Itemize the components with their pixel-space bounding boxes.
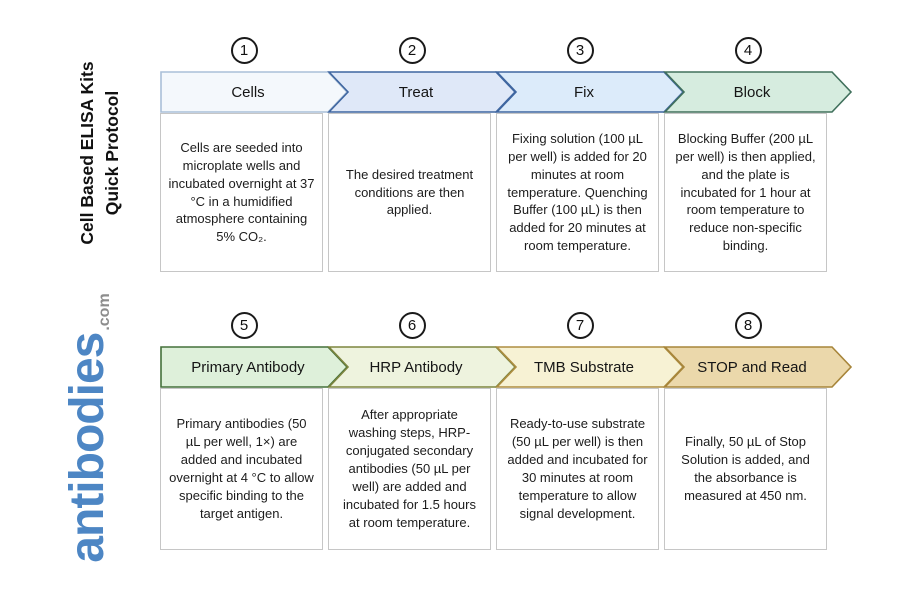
step-column-4: 4 Block Blocking Buffer (200 µL per well…: [663, 37, 853, 272]
step-column-5: 5 Primary Antibody Primary antibodies (5…: [160, 312, 349, 550]
step-arrow-wrap: Primary Antibody: [160, 346, 349, 388]
step-description: Primary antibodies (50 µL per well, 1×) …: [169, 416, 314, 521]
step-column-3: 3 Fix Fixing solution (100 µL per well) …: [495, 37, 685, 272]
step-description: Finally, 50 µL of Stop Solution is added…: [681, 434, 810, 503]
step-label: Block: [733, 83, 771, 101]
step-column-6: 6 HRP Antibody After appropriate washing…: [327, 312, 517, 550]
step-number-badge: 8: [734, 312, 762, 339]
step-label: STOP and Read: [697, 358, 807, 376]
step-arrow: [663, 71, 853, 113]
step-description: The desired treatment conditions are the…: [345, 166, 474, 218]
vertical-title-line1: Cell Based ELISA Kits: [76, 61, 97, 245]
step-description-box: Blocking Buffer (200 µL per well) is the…: [664, 113, 827, 272]
step-label: TMB Substrate: [533, 358, 635, 376]
step-arrow: [663, 346, 853, 388]
step-number-badge: 7: [566, 312, 594, 339]
brand-logo-text: antibodies: [61, 332, 114, 563]
step-number-badge: 4: [734, 37, 762, 64]
step-number: 7: [575, 317, 585, 334]
step-number-badge: 5: [230, 312, 258, 339]
step-arrow-wrap: Fix: [495, 71, 685, 113]
step-description-box: Fixing solution (100 µL per well) is add…: [496, 113, 659, 272]
step-number: 1: [239, 42, 249, 59]
step-column-1: 1 Cells Cells are seeded into microplate…: [160, 37, 349, 272]
step-number-badge: 2: [398, 37, 426, 64]
step-label: Primary Antibody: [191, 358, 305, 376]
step-description: Cells are seeded into microplate wells a…: [168, 139, 315, 245]
step-description-box: After appropriate washing steps, HRP-con…: [328, 388, 491, 550]
step-arrow-wrap: Treat: [327, 71, 517, 113]
step-description: Ready-to-use substrate (50 µL per well) …: [507, 416, 648, 521]
step-arrow-wrap: Block: [663, 71, 853, 113]
step-description: Blocking Buffer (200 µL per well) is the…: [675, 130, 816, 254]
brand-logo-suffix: .com: [96, 293, 113, 331]
step-column-2: 2 Treat The desired treatment conditions…: [327, 37, 517, 272]
protocol-row-2: 5 Primary Antibody Primary antibodies (5…: [160, 312, 860, 550]
step-arrow-wrap: HRP Antibody: [327, 346, 517, 388]
step-column-8: 8 STOP and Read Finally, 50 µL of Stop S…: [663, 312, 853, 550]
step-label: HRP Antibody: [369, 358, 463, 376]
step-description: After appropriate washing steps, HRP-con…: [343, 407, 476, 530]
step-description-box: Primary antibodies (50 µL per well, 1×) …: [160, 388, 323, 550]
step-label: Fix: [574, 83, 594, 101]
step-number-badge: 6: [398, 312, 426, 339]
step-number: 3: [575, 42, 585, 59]
step-label: Cells: [231, 83, 265, 101]
step-description-box: Cells are seeded into microplate wells a…: [160, 113, 323, 272]
step-description-box: The desired treatment conditions are the…: [328, 113, 491, 272]
step-arrow-wrap: TMB Substrate: [495, 346, 685, 388]
protocol-row-1: 1 Cells Cells are seeded into microplate…: [160, 37, 860, 272]
step-arrow-wrap: STOP and Read: [663, 346, 853, 388]
step-number: 5: [239, 317, 249, 334]
step-number: 2: [407, 42, 417, 59]
vertical-title-line2: Quick Protocol: [102, 90, 122, 216]
vertical-title: Cell Based ELISA Kits Quick Protocol: [70, 13, 130, 293]
step-description-box: Ready-to-use substrate (50 µL per well) …: [496, 388, 659, 550]
step-description-box: Finally, 50 µL of Stop Solution is added…: [664, 388, 827, 550]
step-number-badge: 3: [566, 37, 594, 64]
step-number: 8: [743, 317, 753, 334]
step-number: 4: [743, 42, 753, 59]
step-arrow-wrap: Cells: [160, 71, 349, 113]
step-label: Treat: [398, 83, 434, 101]
step-number-badge: 1: [230, 37, 258, 64]
step-description: Fixing solution (100 µL per well) is add…: [507, 130, 648, 254]
brand-logo: antibodies .com: [60, 258, 130, 594]
step-number: 6: [407, 317, 417, 334]
step-column-7: 7 TMB Substrate Ready-to-use substrate (…: [495, 312, 685, 550]
protocol-flow: 1 Cells Cells are seeded into microplate…: [160, 0, 860, 550]
